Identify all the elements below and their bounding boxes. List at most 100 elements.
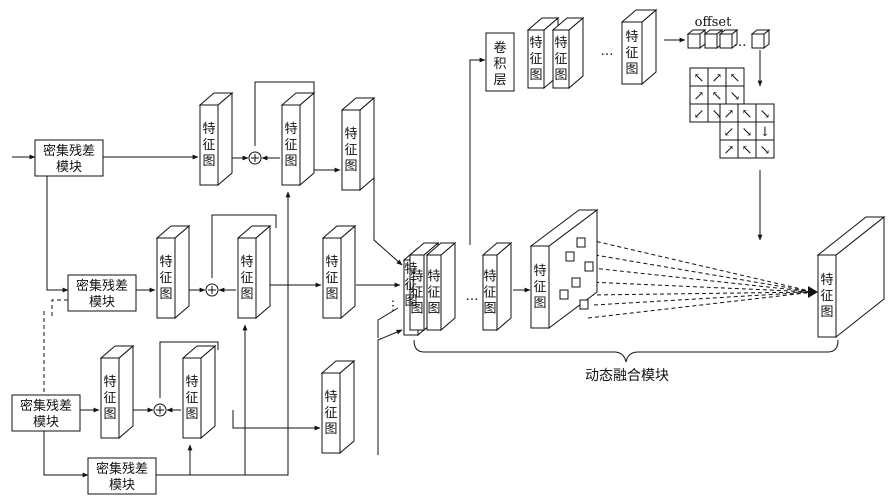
feature-map-front bbox=[237, 237, 257, 319]
feature-map-side bbox=[339, 359, 355, 455]
label-char: 图 bbox=[185, 407, 198, 422]
label-char: 图 bbox=[240, 287, 253, 302]
offset-arrow-icon: ↘ bbox=[742, 125, 753, 140]
feature-map-label: 特征图 bbox=[483, 270, 496, 317]
label-char: 征 bbox=[404, 278, 417, 293]
sampling-point bbox=[584, 261, 594, 272]
label-char: 特 bbox=[159, 255, 172, 270]
feature-map-conv-n bbox=[620, 8, 658, 86]
label-char: 征 bbox=[325, 271, 338, 286]
connector-line bbox=[156, 191, 291, 476]
label-char: 征 bbox=[240, 271, 253, 286]
label-char: 图 bbox=[325, 287, 338, 302]
label-char: 特 bbox=[103, 375, 116, 390]
sampling-point bbox=[565, 251, 575, 262]
offset-arrow-icon: ↖ bbox=[712, 89, 723, 104]
label-char: 征 bbox=[820, 289, 833, 304]
label-char: 特 bbox=[483, 270, 496, 285]
ellipsis: … bbox=[466, 289, 479, 304]
connection-lines bbox=[12, 37, 815, 478]
label-char: 特 bbox=[404, 262, 417, 277]
add-operator-icon bbox=[205, 283, 219, 297]
label-char: 特 bbox=[554, 36, 567, 51]
feature-map-front bbox=[409, 254, 425, 331]
feature-map-front bbox=[322, 237, 342, 319]
label-char: 图 bbox=[410, 302, 423, 317]
feature-map-label: 特征图 bbox=[103, 375, 116, 422]
feature-map-label: 特征图 bbox=[325, 255, 338, 302]
label-char: 特 bbox=[185, 375, 198, 390]
dense-block-label: 模块 bbox=[89, 295, 115, 310]
offset-cube bbox=[750, 28, 771, 50]
label-char: 特 bbox=[325, 255, 338, 270]
label-char: 征 bbox=[344, 143, 357, 158]
feature-map-conv-2 bbox=[551, 16, 585, 90]
add-operator-icon bbox=[153, 403, 167, 417]
label-char: 图 bbox=[202, 154, 215, 169]
label-char: 征 bbox=[284, 138, 297, 153]
offset-grid-2: ↗↖↘↙↘↓↗↖↘ bbox=[719, 103, 775, 159]
feature-map-side bbox=[299, 91, 315, 187]
diagram-shapes: ↖↗↖↗↖↘↙↘↓↗↖↘↙↘↓↗↖↘ bbox=[11, 8, 886, 495]
feature-map-side bbox=[340, 224, 356, 320]
label-char: 征 bbox=[483, 286, 496, 301]
sampling-ray bbox=[587, 281, 815, 293]
feature-map-label: 特征图 bbox=[284, 122, 297, 169]
feature-map-concat-3 bbox=[425, 241, 457, 332]
offset-cell bbox=[755, 139, 775, 159]
offset-arrow-icon: ↗ bbox=[694, 89, 705, 104]
label-char: 特 bbox=[427, 270, 440, 285]
sampling-point bbox=[559, 289, 569, 300]
offset-arrow-icon: ↓ bbox=[760, 125, 771, 140]
feature-map-r3a bbox=[99, 344, 135, 440]
connector-line bbox=[211, 214, 277, 278]
sampling-ray bbox=[591, 267, 815, 293]
offset-arrow-icon: ↘ bbox=[760, 143, 771, 158]
feature-map-side bbox=[174, 224, 190, 320]
label-char: 特 bbox=[202, 122, 215, 137]
feature-map-label: 特征图 bbox=[410, 270, 423, 317]
offset-arrow-icon: ↗ bbox=[724, 143, 735, 158]
feature-map-side bbox=[217, 91, 233, 187]
label-char: 图 bbox=[554, 68, 567, 83]
feature-map-label: 特征图 bbox=[427, 270, 440, 317]
feature-map-r2b bbox=[236, 224, 272, 320]
label-char: 特 bbox=[344, 127, 357, 142]
feature-map-label: 特征图 bbox=[324, 390, 337, 437]
sampling-point bbox=[579, 299, 589, 310]
offset-arrow-icon: ↖ bbox=[694, 71, 705, 86]
sampling-point bbox=[571, 277, 581, 288]
feature-map-label: 特征图 bbox=[202, 122, 215, 169]
feature-map-front bbox=[621, 21, 643, 85]
feature-map-front bbox=[426, 254, 442, 331]
label-char: 征 bbox=[529, 52, 542, 67]
label-char: 征 bbox=[185, 391, 198, 406]
feature-map-label: 特征图 bbox=[625, 30, 638, 77]
label-char: 特 bbox=[240, 255, 253, 270]
feature-map-front bbox=[527, 29, 545, 89]
connector-line bbox=[51, 299, 68, 318]
feature-map-side bbox=[440, 241, 456, 332]
offset-cube bbox=[686, 28, 707, 50]
connector-line bbox=[43, 431, 89, 478]
connector-line bbox=[254, 81, 315, 146]
label-char: 征 bbox=[533, 280, 546, 295]
label-char: 征 bbox=[324, 406, 337, 421]
dense-block-label: 密集残差 bbox=[20, 398, 72, 414]
feature-map-front bbox=[719, 33, 733, 49]
offset-cube bbox=[718, 28, 739, 50]
offset-arrow-icon: ↖ bbox=[742, 143, 753, 158]
sampling-ray bbox=[594, 254, 815, 293]
sampling-ray bbox=[593, 291, 815, 306]
feature-map-front bbox=[817, 254, 837, 338]
feature-map-front bbox=[482, 254, 498, 331]
label-char: 图 bbox=[103, 407, 116, 422]
dense-block-label: 密集残差 bbox=[76, 278, 128, 294]
sampling-ray bbox=[589, 239, 815, 293]
feature-map-r2a bbox=[155, 224, 191, 320]
arrow-head-icon bbox=[808, 286, 818, 298]
label-char: 征 bbox=[554, 52, 567, 67]
feature-map-r1c bbox=[340, 96, 376, 192]
connector-line bbox=[373, 175, 403, 266]
